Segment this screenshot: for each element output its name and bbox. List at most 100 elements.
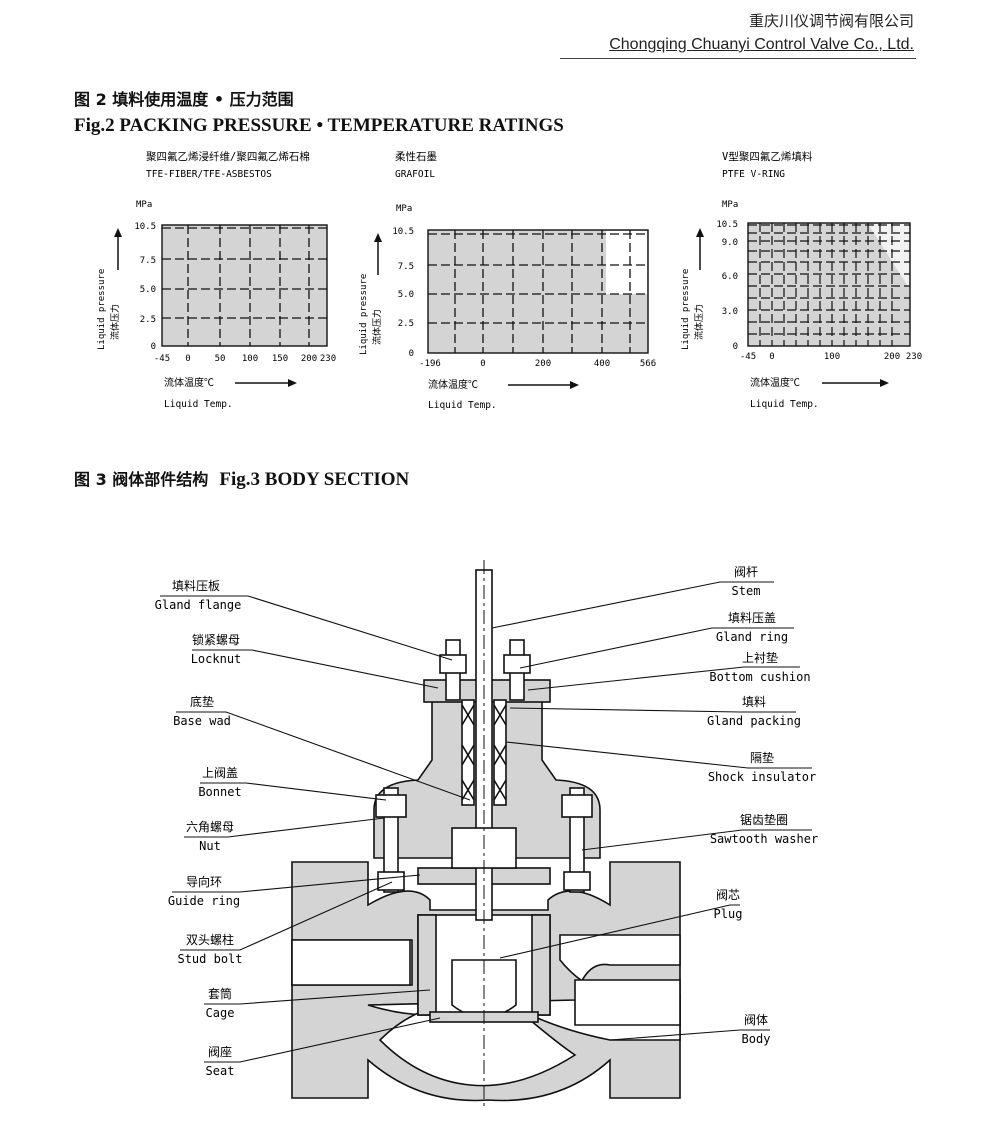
y-tick: 9.0 xyxy=(722,238,738,248)
cage-wall-left xyxy=(417,914,437,1016)
label-locknut-cn: 锁紧螺母 xyxy=(192,632,240,647)
x-tick: 150 xyxy=(272,354,288,364)
x-arrow xyxy=(822,379,889,387)
label-gland-packing-cn: 填料 xyxy=(742,695,766,709)
labels-left: 填料压板 Gland flange 锁紧螺母 Locknut 底垫 Base w… xyxy=(155,579,243,1078)
gridlines xyxy=(428,230,648,353)
gridlines xyxy=(748,223,910,346)
y-tick: 5.0 xyxy=(398,290,414,300)
fig3-title: 图 3 阀体部件结构 Fig.3 BODY SECTION xyxy=(74,466,409,491)
label-bottom-cushion-en: Bottom cushion xyxy=(709,670,810,684)
chart-name-cn: 柔性石墨 xyxy=(395,150,437,163)
y-axis-label-cn: 流体压力 xyxy=(693,304,705,340)
inlet-bore xyxy=(291,939,411,986)
x-arrow xyxy=(235,379,297,387)
leader-lines-right xyxy=(491,581,812,1041)
label-base-wad-en: Base wad xyxy=(173,714,231,728)
label-nut-en: Nut xyxy=(199,839,221,853)
chart-name-cn: 聚四氟乙烯浸纤维/聚四氟乙烯石棉 xyxy=(146,150,310,163)
y-unit: MPa xyxy=(396,204,412,214)
x-tick: 100 xyxy=(824,352,840,362)
y-arrow xyxy=(374,233,382,275)
x-tick: 230 xyxy=(320,354,336,364)
x-tick: 200 xyxy=(535,359,551,369)
leader-lines-left xyxy=(160,595,471,1063)
x-axis-label-cn: 流体温度℃ xyxy=(750,376,800,389)
label-nut-cn: 六角螺母 xyxy=(186,820,234,834)
label-gland-flange-en: Gland flange xyxy=(155,598,242,612)
x-tick: 0 xyxy=(769,352,774,362)
chart-name-en: PTFE V-RING xyxy=(722,169,785,180)
fig3-title-en: Fig.3 BODY SECTION xyxy=(219,469,410,490)
y-tick: 6.0 xyxy=(722,272,738,282)
y-tick: 10.5 xyxy=(716,220,738,230)
y-tick: 2.5 xyxy=(140,315,156,325)
label-locknut-en: Locknut xyxy=(191,652,242,666)
x-tick: 200 xyxy=(301,354,317,364)
x-axis-label-en: Liquid Temp. xyxy=(164,399,233,410)
gland-packing-left xyxy=(461,699,475,806)
y-axis-label-cn: 流体压力 xyxy=(109,304,121,340)
fig2-title-en: Fig.2 PACKING PRESSURE • TEMPERATURE RAT… xyxy=(74,115,564,136)
label-body-en: Body xyxy=(742,1032,771,1046)
gland-packing-right xyxy=(493,699,507,806)
y-tick: 0 xyxy=(409,349,414,359)
x-tick: 100 xyxy=(242,354,258,364)
y-tick: 0 xyxy=(151,342,156,352)
company-name-en: Chongqing Chuanyi Control Valve Co., Ltd… xyxy=(609,36,914,53)
label-plug-cn: 阀芯 xyxy=(716,888,740,902)
chart-ptfe-v-ring: V型聚四氟乙烯填料 PTFE V-RING MPa Liquid pressur… xyxy=(681,150,922,410)
x-tick: -45 xyxy=(740,352,756,362)
label-gland-ring-cn: 填料压盖 xyxy=(728,611,776,625)
hex-nut-left-lower xyxy=(377,871,405,891)
label-gland-ring-en: Gland ring xyxy=(716,630,788,644)
label-plug-en: Plug xyxy=(714,907,743,921)
label-cage-en: Cage xyxy=(206,1006,235,1020)
company-name-cn: 重庆川仪调节阀有限公司 xyxy=(748,12,914,30)
x-tick: 0 xyxy=(480,359,485,369)
label-guide-ring-cn: 导向环 xyxy=(186,874,222,889)
hex-nut-left xyxy=(375,794,407,818)
label-seat-en: Seat xyxy=(206,1064,235,1078)
label-stud-bolt-en: Stud bolt xyxy=(177,952,242,966)
x-tick: 0 xyxy=(185,354,190,364)
label-bonnet-en: Bonnet xyxy=(198,785,241,799)
y-tick: 7.5 xyxy=(398,262,414,272)
y-tick: 2.5 xyxy=(398,319,414,329)
y-axis-label-en: Liquid pressure xyxy=(97,269,107,350)
locknut-left xyxy=(439,654,467,674)
y-tick-labels: 10.5 9.0 6.0 3.0 0 xyxy=(716,220,738,352)
fig2-title-cn: 图 2 填料使用温度 • 压力范围 xyxy=(74,90,294,109)
y-arrow xyxy=(114,228,122,270)
y-unit: MPa xyxy=(136,200,152,210)
y-axis-label-cn: 流体压力 xyxy=(371,309,383,345)
label-base-wad-cn: 底垫 xyxy=(190,694,214,709)
x-tick: 200 xyxy=(884,352,900,362)
x-tick: -45 xyxy=(154,354,170,364)
label-gland-packing-en: Gland packing xyxy=(707,714,801,728)
x-tick-labels: -196 0 200 400 566 xyxy=(419,359,656,369)
y-tick: 7.5 xyxy=(140,256,156,266)
x-tick-labels: -45 0 50 100 150 200 230 xyxy=(154,354,336,364)
chart-grafoil: 柔性石墨 GRAFOIL MPa Liquid pressure 流体压力 10… xyxy=(359,150,656,411)
label-sawtooth-washer-cn: 锯齿垫圈 xyxy=(740,812,788,827)
y-axis-label-en: Liquid pressure xyxy=(681,269,691,350)
y-axis-label-en: Liquid pressure xyxy=(359,274,369,355)
y-tick-labels: 10.5 7.5 5.0 2.5 0 xyxy=(392,227,414,359)
packing-pattern xyxy=(461,704,507,801)
label-bottom-cushion-cn: 上衬垫 xyxy=(742,650,778,665)
label-body-cn: 阀体 xyxy=(744,1013,768,1027)
label-seat-cn: 阀座 xyxy=(208,1044,232,1059)
x-axis-label-cn: 流体温度℃ xyxy=(164,376,214,389)
x-axis-label-en: Liquid Temp. xyxy=(750,399,819,410)
locknut-right xyxy=(503,654,531,674)
chart-name-en: GRAFOIL xyxy=(395,169,435,180)
y-tick-labels: 10.5 7.5 5.0 2.5 0 xyxy=(134,222,156,352)
unrated-area-high-temp xyxy=(606,231,647,294)
gridlines xyxy=(162,225,327,346)
y-tick: 3.0 xyxy=(722,307,738,317)
x-arrow xyxy=(508,381,579,389)
fig3-title-cn: 图 3 阀体部件结构 xyxy=(74,470,209,489)
x-axis-label-cn: 流体温度℃ xyxy=(428,378,478,391)
